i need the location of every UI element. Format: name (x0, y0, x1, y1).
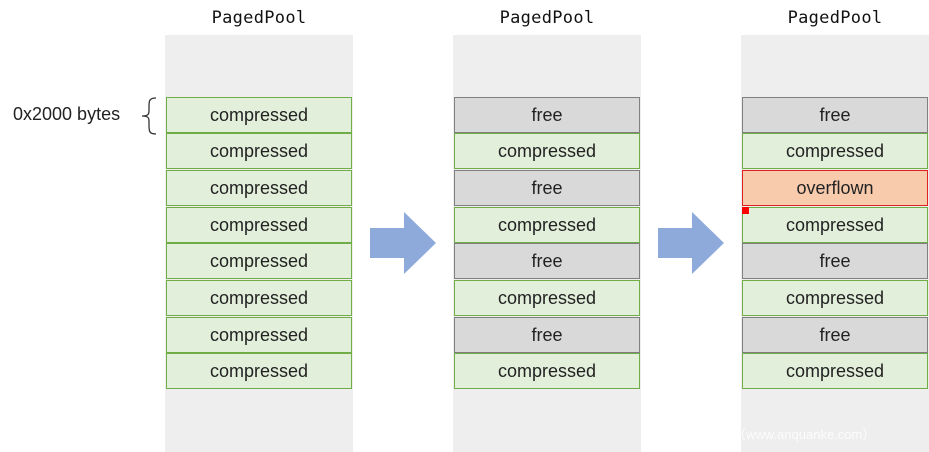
pool-3-block-1: free (742, 97, 928, 133)
pool-1-block-3: compressed (166, 170, 352, 206)
pool-2-block-8: compressed (454, 353, 640, 389)
pool-3-block-4: compressed (742, 207, 928, 243)
block-size-label: 0x2000 bytes (13, 104, 121, 124)
pool-2-block-2: compressed (454, 133, 640, 169)
pool-2-block-1: free (454, 97, 640, 133)
pool-3-block-8: compressed (742, 353, 928, 389)
pool-title-3: PagedPool (787, 8, 883, 28)
pool-1-block-6: compressed (166, 280, 352, 316)
pool-1-block-2: compressed (166, 133, 352, 169)
pool-2-block-5: free (454, 243, 640, 279)
pool-3-block-7: free (742, 317, 928, 353)
watermark: 客（www.anquanke.com） (720, 427, 876, 442)
pool-2-block-4: compressed (454, 207, 640, 243)
pool-2-block-3: free (454, 170, 640, 206)
right-arrow-icon (658, 212, 724, 274)
right-arrow-icon (370, 212, 436, 274)
pool-1-block-8: compressed (166, 353, 352, 389)
pool-3-block-6: compressed (742, 280, 928, 316)
pool-1-block-7: compressed (166, 317, 352, 353)
paged-pool-column-1: compressed compressed compressed compres… (165, 35, 353, 452)
pool-1-block-5: compressed (166, 243, 352, 279)
pool-3-block-3-overflown: overflown (742, 170, 928, 206)
pool-2-block-7: free (454, 317, 640, 353)
pool-1-block-1: compressed (166, 97, 352, 133)
pool-1-block-4: compressed (166, 207, 352, 243)
pool-3-block-5: free (742, 243, 928, 279)
overflow-marker (742, 207, 749, 214)
pool-title-2: PagedPool (499, 8, 595, 28)
pool-title-1: PagedPool (211, 8, 307, 28)
paged-pool-column-3: free compressed overflown compressed fre… (741, 35, 929, 452)
paged-pool-column-2: free compressed free compressed free com… (453, 35, 641, 452)
curly-brace-icon (141, 97, 157, 135)
pool-2-block-6: compressed (454, 280, 640, 316)
pool-3-block-2: compressed (742, 133, 928, 169)
